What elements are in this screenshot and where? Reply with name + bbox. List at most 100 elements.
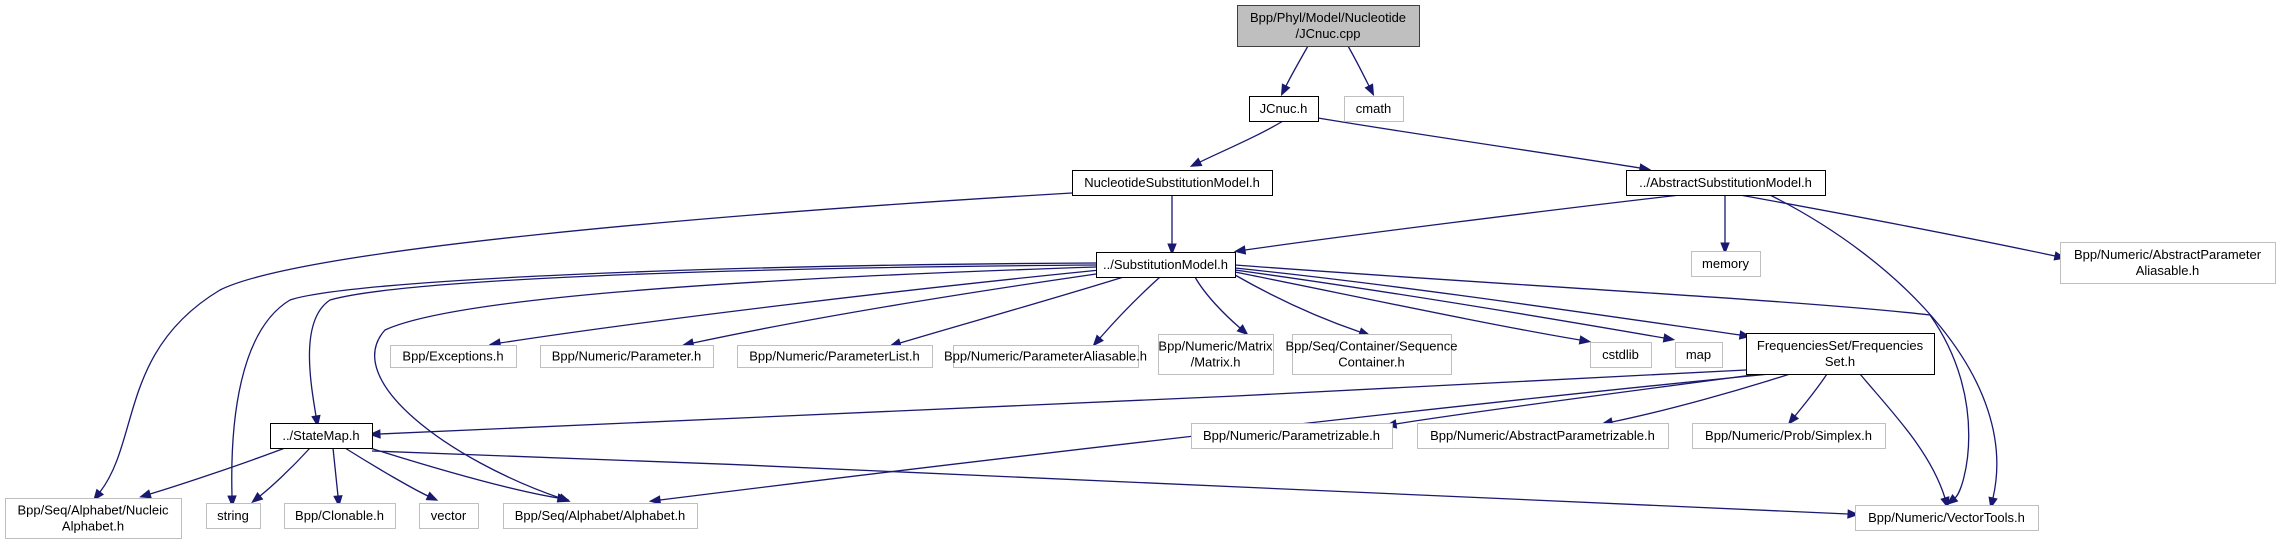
node-label: vector <box>431 508 467 523</box>
edge-jcnuc-to-abssubst <box>1317 117 1652 173</box>
node-abssubst[interactable]: ../AbstractSubstitutionModel.h <box>1626 170 1826 196</box>
node-box <box>284 503 396 529</box>
edge-abssubst-to-memory <box>1720 195 1730 255</box>
node-label: /Matrix.h <box>1191 355 1241 370</box>
arrowhead-icon <box>556 493 570 503</box>
edge-line <box>1234 267 1741 336</box>
arrowhead-icon <box>139 489 152 499</box>
edge-line <box>344 447 429 497</box>
edge-subst-to-cstdlib <box>1234 271 1592 345</box>
node-label: Alphabet.h <box>62 519 124 534</box>
node-box <box>953 345 1139 368</box>
arrowhead-icon <box>1787 412 1800 425</box>
edge-line <box>1285 45 1309 87</box>
arrowhead-icon <box>1189 157 1203 167</box>
edge-statemap-to-vector <box>344 447 439 501</box>
arrowhead-icon <box>1364 83 1375 97</box>
node-box <box>1675 342 1723 368</box>
node-cstdlib: cstdlib <box>1590 342 1652 368</box>
arrowhead-icon <box>1236 324 1249 336</box>
node-label: JCnuc.h <box>1260 101 1308 116</box>
edge-subst-to-vectortools <box>1234 264 1970 506</box>
node-freqset[interactable]: FrequenciesSet/FrequenciesSet.h <box>1746 333 1935 375</box>
edge-line <box>308 264 1097 417</box>
node-label: Bpp/Numeric/VectorTools.h <box>1868 510 2025 525</box>
edge-subst-to-seqcont <box>1234 274 1371 337</box>
node-box <box>1096 252 1236 278</box>
edge-line <box>259 447 311 497</box>
node-box <box>206 503 261 529</box>
arrowhead-icon <box>1233 245 1247 255</box>
arrowhead-icon <box>1940 496 1950 509</box>
node-label: Bpp/Numeric/Parameter.h <box>552 349 702 364</box>
node-box <box>1249 96 1319 122</box>
node-label: Bpp/Numeric/AbstractParameter <box>2074 247 2262 262</box>
edge-nucsubst-to-nucalpha <box>93 192 1073 501</box>
edge-line <box>379 369 1747 435</box>
edge-subst-to-alphabet <box>374 266 1097 503</box>
node-cmath: cmath <box>1344 96 1404 122</box>
edge-subst-to-parameter <box>681 271 1111 348</box>
edge-statemap-to-nucalpha <box>139 447 286 499</box>
edge-line <box>1739 194 2056 257</box>
edge-freqset-to-vectortools <box>1859 373 1950 509</box>
node-label: Bpp/Numeric/Matrix <box>1158 339 1273 354</box>
edge-line <box>332 447 339 497</box>
edge-subst-to-paramalias <box>1092 276 1161 347</box>
node-parametrizable: Bpp/Numeric/Parametrizable.h <box>1191 423 1393 449</box>
edge-line <box>369 447 559 499</box>
edge-line <box>1234 271 1581 341</box>
edge-abssubst-to-subst <box>1233 194 1681 255</box>
edge-line <box>1794 373 1828 417</box>
edge-subst-to-string <box>227 262 1097 508</box>
edge-line <box>1234 264 1970 499</box>
arrowhead-icon <box>1662 333 1676 343</box>
node-paramalias: Bpp/Numeric/ParameterAliasable.h <box>944 345 1147 368</box>
node-parameter: Bpp/Numeric/Parameter.h <box>540 345 714 368</box>
node-label: Bpp/Seq/Alphabet/Alphabet.h <box>515 508 686 523</box>
node-subst[interactable]: ../SubstitutionModel.h <box>1096 252 1236 278</box>
node-label: memory <box>1702 256 1749 271</box>
node-box <box>2060 242 2276 284</box>
edge-line <box>1395 373 1761 425</box>
edge-subst-to-matrix <box>1194 276 1249 336</box>
node-exceptions: Bpp/Exceptions.h <box>390 345 517 368</box>
node-label: Bpp/Numeric/Prob/Simplex.h <box>1705 428 1872 443</box>
node-root[interactable]: Bpp/Phyl/Model/Nucleotide/JCnuc.cpp <box>1237 5 1420 47</box>
node-box <box>1692 423 1886 449</box>
node-label: Container.h <box>1338 355 1405 370</box>
node-paramlist: Bpp/Numeric/ParameterList.h <box>737 345 933 368</box>
node-label: NucleotideSubstitutionModel.h <box>1084 175 1260 190</box>
edge-line <box>499 269 1101 344</box>
edge-freqset-to-statemap <box>368 369 1747 439</box>
node-label: Bpp/Numeric/ParameterAliasable.h <box>944 349 1147 364</box>
node-statemap[interactable]: ../StateMap.h <box>270 423 373 449</box>
node-label: Set.h <box>1825 354 1855 369</box>
node-label: ../SubstitutionModel.h <box>1103 257 1228 272</box>
node-box <box>1158 334 1274 375</box>
arrowhead-icon <box>333 495 343 508</box>
node-label: Bpp/Phyl/Model/Nucleotide <box>1250 10 1406 25</box>
node-box <box>1691 251 1761 277</box>
node-box <box>1292 334 1452 375</box>
arrowhead-icon <box>251 491 264 504</box>
node-box <box>1237 5 1420 47</box>
node-jcnuc[interactable]: JCnuc.h <box>1249 96 1319 122</box>
edge-root-to-jcnuc <box>1280 45 1309 97</box>
edge-line <box>1199 120 1284 163</box>
edge-line <box>1244 194 1681 251</box>
edge-line <box>1611 373 1791 423</box>
node-box <box>1746 333 1935 375</box>
arrowhead-icon <box>1280 83 1291 97</box>
node-nucsubst[interactable]: NucleotideSubstitutionModel.h <box>1072 170 1273 196</box>
node-label: ../StateMap.h <box>282 428 359 443</box>
edge-subst-to-map <box>1234 269 1676 343</box>
edge-line <box>1769 194 1998 499</box>
node-vector: vector <box>419 503 479 529</box>
edge-subst-to-paramlist <box>889 274 1131 348</box>
node-label: Bpp/Clonable.h <box>295 508 384 523</box>
node-box <box>270 423 373 449</box>
